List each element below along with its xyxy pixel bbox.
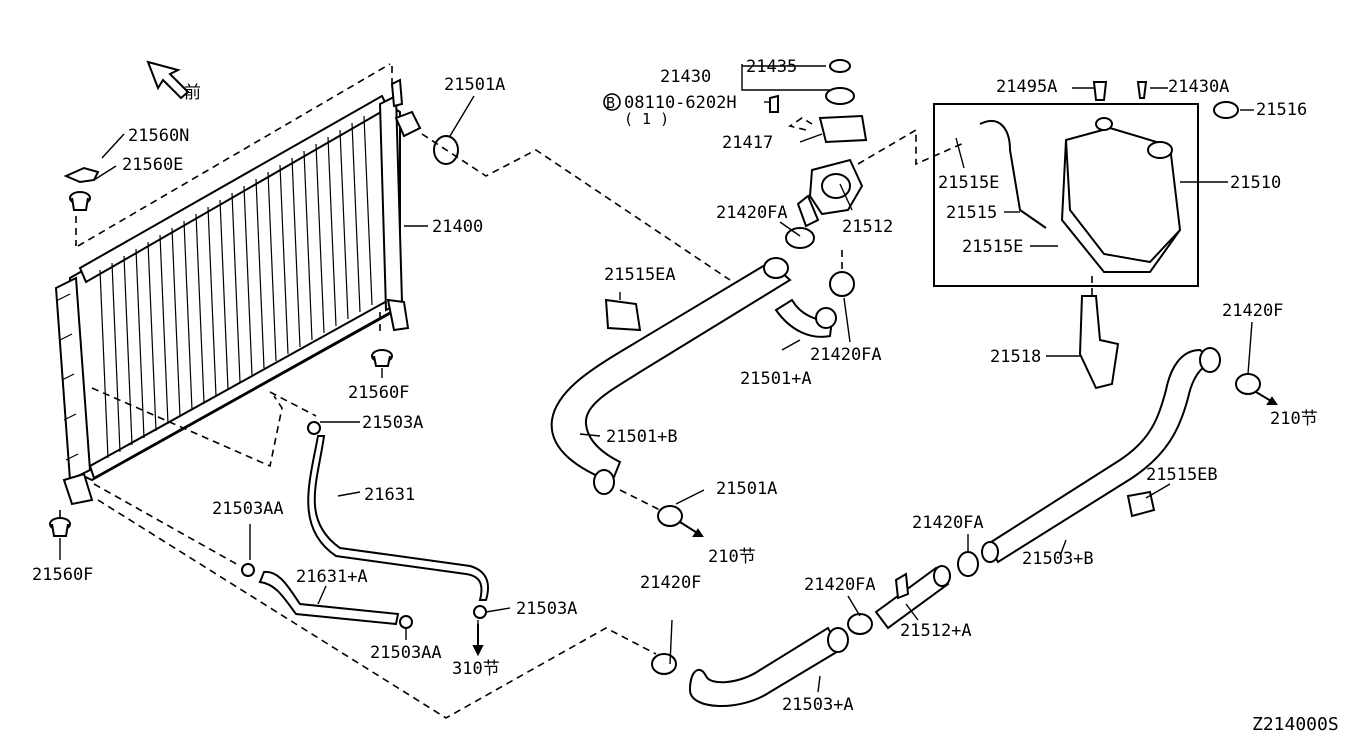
label-21420FA-c: 21420FA xyxy=(912,513,984,533)
label-21631A: 21631+A xyxy=(296,567,368,587)
alignment-lines xyxy=(59,63,1093,719)
label-08110: 08110-6202H xyxy=(624,93,737,113)
label-21495A: 21495A xyxy=(996,77,1057,97)
label-21631: 21631 xyxy=(364,485,415,505)
label-21420FA-d: 21420FA xyxy=(804,575,876,595)
label-21516: 21516 xyxy=(1256,100,1307,120)
hoses xyxy=(258,120,1221,708)
label-21515EA: 21515EA xyxy=(604,265,676,285)
radiator-mounts xyxy=(49,78,404,537)
label-21560N: 21560N xyxy=(128,126,189,146)
label-21515E-a: 21515E xyxy=(938,173,999,193)
label-21515: 21515 xyxy=(946,203,997,223)
label-21512A: 21512+A xyxy=(900,621,972,641)
label-21560F-left: 21560F xyxy=(32,565,93,585)
label-21560E: 21560E xyxy=(122,155,183,175)
ref-210-b: 210节 xyxy=(1270,409,1318,429)
label-qty: ( 1 ) xyxy=(624,110,669,128)
reservoir-box xyxy=(933,103,1199,287)
reservoir-tank xyxy=(1060,81,1239,273)
front-direction-arrow xyxy=(146,60,190,100)
reservoir-bracket xyxy=(1078,295,1120,390)
label-21420FA-a: 21420FA xyxy=(716,203,788,223)
ref-310: 310节 xyxy=(452,659,500,679)
label-21430: 21430 xyxy=(660,67,711,87)
label-21501A-mid: 21501A xyxy=(716,479,777,499)
label-21435: 21435 xyxy=(746,57,797,77)
reference-arrows xyxy=(472,391,1278,657)
label-21512: 21512 xyxy=(842,217,893,237)
label-21503A-top: 21503A xyxy=(362,413,423,433)
label-21501A-top: 21501A xyxy=(444,75,505,95)
label-21400: 21400 xyxy=(432,217,483,237)
label-21518: 21518 xyxy=(990,347,1041,367)
label-21515EB: 21515EB xyxy=(1146,465,1218,485)
label-21501B: 21501+B xyxy=(606,427,678,447)
radiator-core xyxy=(54,94,422,506)
label-21420F-bottom: 21420F xyxy=(640,573,701,593)
label-21503A-plus: 21503+A xyxy=(782,695,854,715)
label-21503A-bottom: 21503A xyxy=(516,599,577,619)
bolt-mark: B xyxy=(606,94,615,112)
label-21503AA-bottom: 21503AA xyxy=(370,643,442,663)
label-21515E-b: 21515E xyxy=(962,237,1023,257)
water-outlet xyxy=(769,59,910,600)
label-21420F-right: 21420F xyxy=(1222,301,1283,321)
label-21430A: 21430A xyxy=(1168,77,1229,97)
label-21420FA-b: 21420FA xyxy=(810,345,882,365)
diagram-code: Z214000S xyxy=(1252,714,1339,735)
label-21503AA-top: 21503AA xyxy=(212,499,284,519)
ref-210-a: 210节 xyxy=(708,547,756,567)
bolt-mark-circle xyxy=(603,93,621,111)
label-21501A-plus: 21501+A xyxy=(740,369,812,389)
label-21503B: 21503+B xyxy=(1022,549,1094,569)
label-21510: 21510 xyxy=(1230,173,1281,193)
front-label: 前 xyxy=(184,83,201,103)
label-21417: 21417 xyxy=(722,133,773,153)
label-21560F-right: 21560F xyxy=(348,383,409,403)
